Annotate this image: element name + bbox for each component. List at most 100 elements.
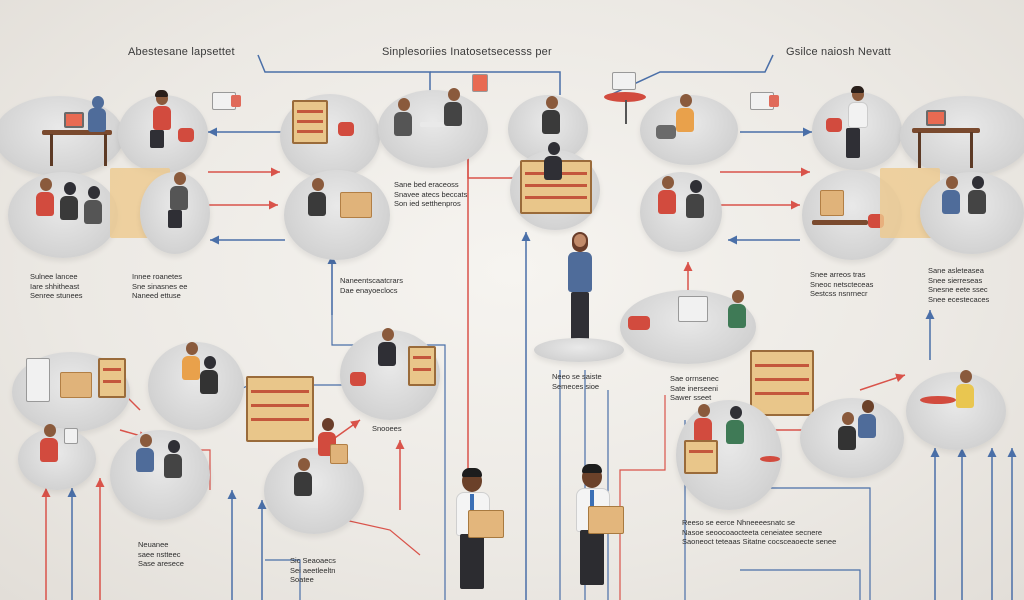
person-torso [686,194,704,218]
person-legs [846,128,860,158]
person-head [546,96,558,109]
person-head [44,424,56,437]
person-head [548,142,560,155]
person-head [862,400,874,413]
person-head [168,440,180,453]
label-far-right: Sane asleteasea Snee sierreseas Snesne e… [928,266,989,304]
person-head [88,186,100,199]
person-head [680,94,692,107]
top-connector-left [258,55,430,95]
person-torso [153,106,171,130]
floor-shadow [534,338,624,362]
header-right: Gsilce naiosh Nevatt [786,46,891,58]
armchair [656,125,676,139]
person-head [690,180,702,193]
right-red-vert [620,395,665,600]
label-group-left: Sulnee lancee Iare shhitheast Senree stu… [30,272,83,301]
person-head [204,356,216,369]
label-reading: Snooees [372,424,402,434]
label-counter: Reeso se eerce Nhneeeesnatc se Nasoe seo… [682,518,836,547]
label-seated: Innee roanetes Sne sinasnes ee Naneed et… [132,272,187,301]
desk [812,220,868,225]
right-blue-bottom [740,570,860,600]
label-office-right: Sae orrnsenec Sate inerseeni Sawer sseet [670,374,719,403]
person-head [698,404,710,417]
center-red-branch [468,150,515,178]
person-head [972,176,984,189]
package-box [330,444,348,464]
shelf [292,100,328,144]
node-desk-lower [148,342,244,430]
person-head [448,88,460,101]
person-head [322,418,334,431]
shelf [408,346,436,386]
person-head [64,182,76,195]
shelf [98,358,126,398]
person-torso [84,200,102,224]
header-left: Abestesane lapsettet [128,46,235,58]
person-head [186,342,198,355]
person-torso [848,102,868,128]
person-head [732,290,744,303]
paper-icon [64,428,78,444]
round-table [920,396,956,404]
chair [826,118,842,132]
label-center-left: Naneentscaatcrars Dae enayoeclocs [340,276,403,295]
person-head [174,172,186,185]
person-torso [542,110,560,134]
terminal-icon [612,72,636,90]
label-review: Sane bed eraceoss Snavee atecs beccats S… [394,180,467,209]
desk-leg [104,134,107,166]
person-torso [956,384,974,408]
person-head [842,412,854,425]
label-central: Neeo se saiste Semeces sioe [552,372,602,391]
person-head [140,434,152,447]
person-legs [168,210,182,228]
person-torso [170,186,188,210]
table-stem [625,100,627,124]
person-torso [394,112,412,136]
person-head [382,328,394,341]
chair [350,372,366,386]
person-torso [88,108,106,132]
package-box [340,192,372,218]
chair [338,122,354,136]
label-lounge-right: Snee arreos tras Sneoc netscteceas Sestc… [810,270,873,299]
person-torso [968,190,986,214]
person-head [312,178,324,191]
person-hair [851,86,864,93]
red-right-small [860,375,905,390]
person-head [662,176,674,189]
stool [760,456,780,462]
person-torso [942,190,960,214]
chair [628,316,650,330]
chair [178,128,194,142]
monitor-icon [926,110,946,126]
node-handoff [264,448,364,534]
person-torso [544,156,562,180]
person-torso [164,454,182,478]
person-torso [294,472,312,496]
desk-leg [50,134,53,166]
note-icon [472,74,488,92]
person-torso [308,192,326,216]
document-card-icon [212,92,236,110]
desk-leg [970,132,973,168]
package-box [60,372,92,398]
cabinet-icon [26,358,50,402]
shelf-large [246,376,314,442]
label-handoff: Sic Seaoaecs Sei aeetleeltn Soatee [290,556,336,585]
person-head [298,458,310,471]
person-torso [658,190,676,214]
node-round-table [906,372,1006,450]
person-head [40,178,52,191]
person-torso [676,108,694,132]
person-head [960,370,972,383]
person-torso [694,418,712,442]
node-discussion [110,430,210,520]
person-head [398,98,410,111]
person-torso [726,420,744,444]
document-card-icon [750,92,774,110]
person-head [946,176,958,189]
